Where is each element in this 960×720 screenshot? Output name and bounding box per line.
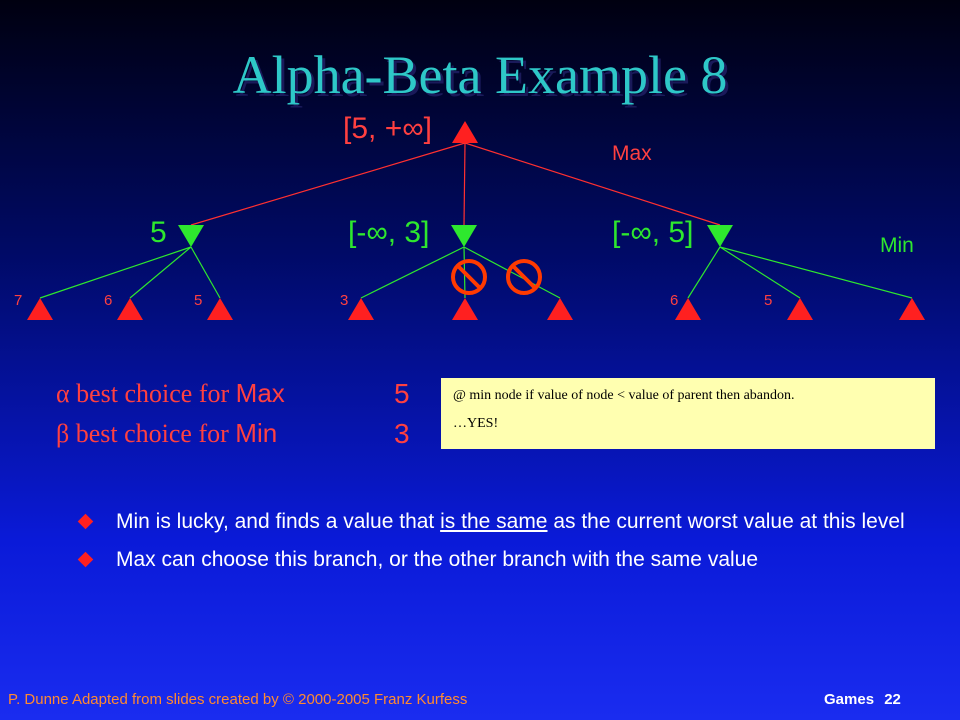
min-edge-4: [360, 246, 465, 299]
leaf-node-9: [899, 298, 925, 320]
beta-legend: β best choice for Min: [56, 418, 277, 449]
footer-section: Games: [824, 691, 875, 708]
emphasis-text: is the same: [440, 510, 548, 533]
tree-edges: [39, 142, 913, 299]
alpha-player: Max: [235, 378, 285, 408]
alpha-legend: α best choice for Max: [56, 378, 285, 409]
beta-text: best choice for: [75, 419, 229, 448]
leaf-node-7: [675, 298, 701, 320]
leaf-node-2: [117, 298, 143, 320]
min-node-1: [178, 225, 204, 247]
rule-note-line-1: @ min node if value of node < value of p…: [453, 388, 795, 403]
footer-page: Games 22: [818, 691, 901, 708]
min-node-label-1: 5: [150, 216, 167, 249]
diamond-bullet-icon: [77, 551, 94, 568]
min-edge-8: [719, 246, 801, 299]
min-edge-6: [463, 246, 561, 299]
leaf-label-2: 6: [104, 292, 113, 309]
min-node-label-2: [-∞, 3]: [348, 216, 430, 249]
beta-player: Min: [235, 418, 278, 448]
leaf-node-6: [547, 298, 573, 320]
max-level-label: Max: [612, 142, 652, 165]
alpha-symbol: α: [56, 379, 70, 408]
leaf-label-3: 5: [194, 292, 203, 309]
bullet-item-2: Max can choose this branch, or the other…: [77, 548, 928, 572]
rule-note: @ min node if value of node < value of p…: [441, 378, 935, 449]
min-edge-3: [190, 246, 221, 299]
alpha-value: 5: [394, 378, 410, 409]
min-node-label-3: [-∞, 5]: [612, 216, 694, 249]
max-root-node: [452, 121, 478, 143]
pruned-branch-icon: [506, 259, 542, 295]
leaf-label-7: 6: [670, 292, 679, 309]
leaf-node-1: [27, 298, 53, 320]
rule-note-line-2: …YES!: [453, 416, 499, 431]
min-node-3: [707, 225, 733, 247]
max-edge-1: [190, 142, 466, 226]
min-level-label: Min: [880, 234, 914, 257]
leaf-label-1: 7: [14, 292, 23, 309]
bullet-item-1: Min is lucky, and finds a value that is …: [77, 510, 928, 534]
min-edge-9: [719, 246, 913, 299]
min-edge-2: [129, 246, 192, 299]
leaf-label-4: 3: [340, 292, 349, 309]
leaf-node-4: [348, 298, 374, 320]
min-node-2: [451, 225, 477, 247]
pruned-branch-icon: [451, 259, 487, 295]
max-edge-2: [463, 142, 466, 226]
root-bounds-label: [5, +∞]: [343, 112, 432, 145]
game-tree: [27, 121, 925, 320]
diamond-bullet-icon: [77, 513, 94, 530]
beta-value: 3: [394, 418, 410, 449]
min-edge-1: [39, 246, 192, 299]
leaf-node-3: [207, 298, 233, 320]
bullet-list: Min is lucky, and finds a value that is …: [77, 510, 928, 586]
leaf-node-5: [452, 298, 478, 320]
beta-symbol: β: [56, 419, 70, 448]
leaf-label-8: 5: [764, 292, 773, 309]
alpha-text: best choice for: [76, 379, 230, 408]
min-edge-7: [687, 246, 721, 299]
page-number: 22: [884, 691, 901, 708]
leaf-node-8: [787, 298, 813, 320]
slide-title: Alpha-Beta Example 8: [232, 45, 728, 105]
max-edge-3: [464, 142, 721, 226]
tree-nodes: [27, 121, 925, 320]
footer-credit: P. Dunne Adapted from slides created by …: [8, 691, 468, 708]
